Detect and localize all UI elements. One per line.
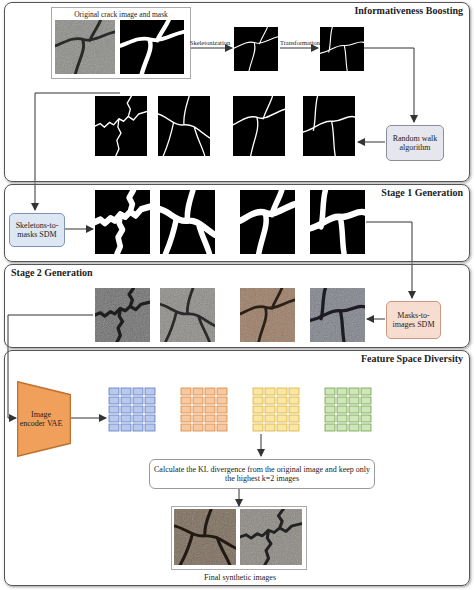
section-title: Stage 1 Generation [381,187,463,198]
random-walk-skeletons [95,96,355,156]
transformed-skeleton [320,27,364,71]
skeleton-image [234,27,278,71]
section-title: Stage 2 Generation [11,267,93,278]
box-label: Image encoder VAE [19,410,69,428]
box-label: Calculate the KL divergence from the ori… [152,465,372,483]
arrow-label: Transformation [276,39,324,46]
box-label: Skeletons-to-masks SDM [12,221,62,239]
arrow-label: Skeletonization [184,39,236,46]
final-photos [174,509,302,565]
box-label: Original crack image and mask [52,10,190,19]
output-image-box: Final synthetic images [171,506,307,570]
crack-mask [120,20,184,74]
flow-arrow [239,489,240,506]
process-box: Calculate the KL divergence from the ori… [149,459,375,489]
feature-grids [108,387,372,432]
box-label: Random walk algorithm [389,134,441,152]
encoder-trapezoid: Image encoder VAE [17,381,71,457]
box-caption: Final synthetic images [152,573,328,582]
section-band: Stage 2 GenerationMasks-to-images SDM [4,264,470,348]
box-label: Masks-to-images SDM [389,311,438,329]
section-band: Informativeness Boosting Original crack i… [4,2,470,182]
generated-photos [95,288,365,342]
model-box: Skeletons-to-masks SDM [9,213,65,247]
crack-photo [55,20,115,74]
section-title: Informativeness Boosting [354,5,463,16]
model-box: Masks-to-images SDM [386,301,441,339]
input-image-box: Original crack image and mask [51,7,191,79]
generated-masks [95,190,365,254]
section-band: Feature Space DiversityImage encoder VAE… [4,350,470,586]
flow-arrows [8,48,414,456]
section-title: Feature Space Diversity [361,353,463,364]
process-box: Random walk algorithm [386,125,444,161]
section-band: Stage 1 GenerationSkeletons-to-masks SDM [4,184,470,262]
